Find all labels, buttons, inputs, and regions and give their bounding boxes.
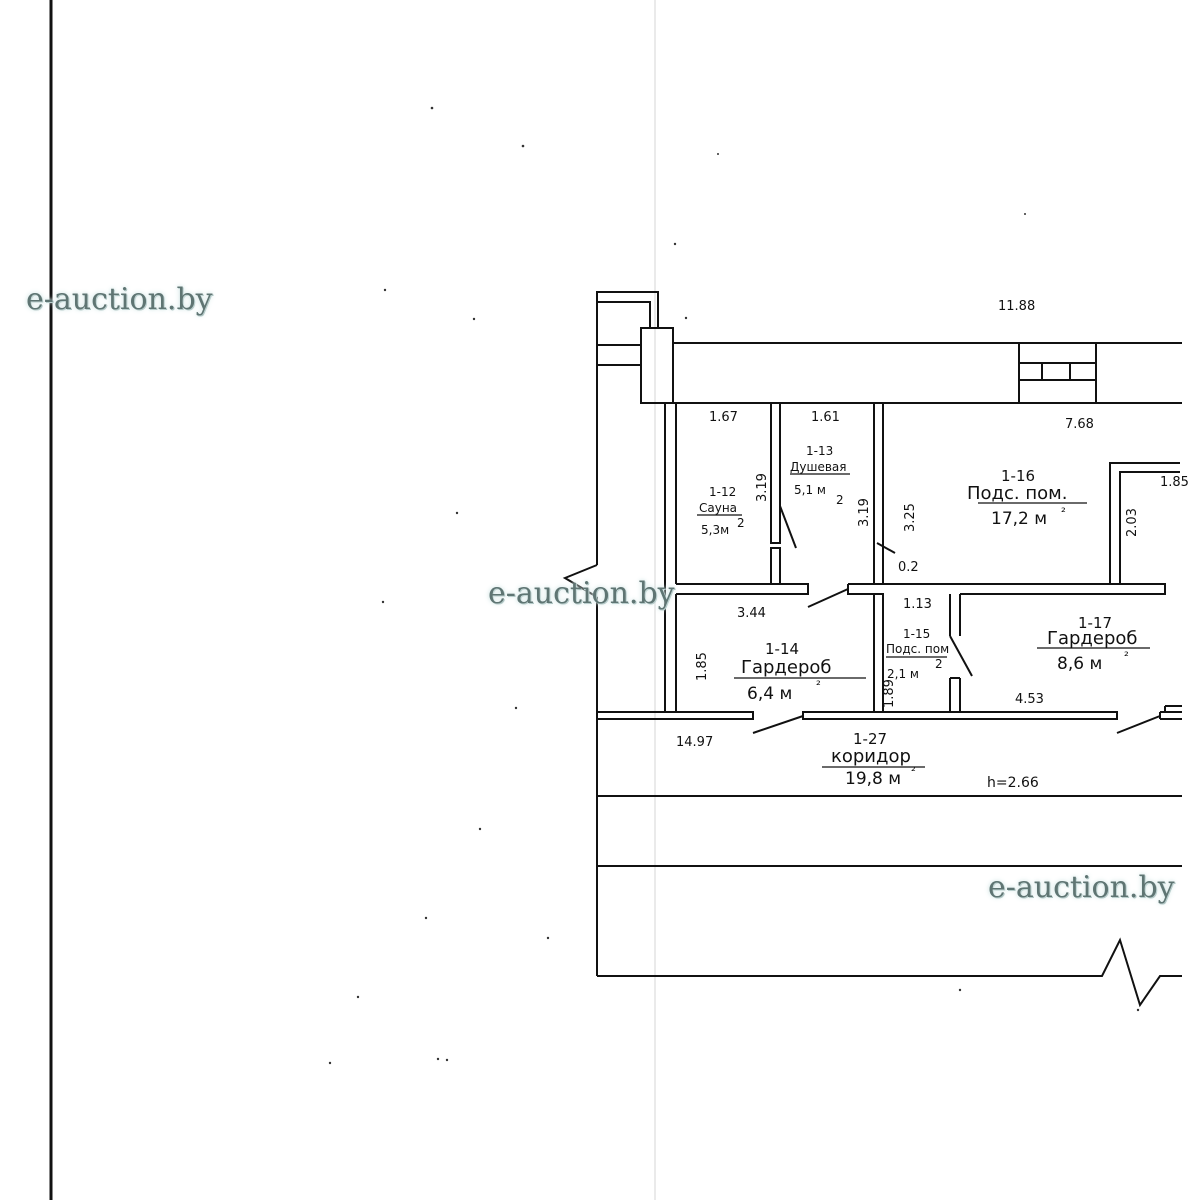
room-1-15-area-sup: 2	[935, 657, 943, 671]
dim-closet-top: 1.85	[1160, 475, 1189, 490]
dim-closet-depth: 2.03	[1125, 508, 1140, 537]
room-1-14-area-sup: ²	[816, 678, 821, 692]
room-1-13-number: 1-13	[806, 444, 833, 458]
room-1-27-number: 1-27	[853, 730, 887, 748]
dim-room-17-width: 4.53	[1015, 692, 1044, 707]
room-1-12-name: Сауна	[699, 501, 737, 515]
room-1-15-name: Подс. пом	[886, 642, 949, 656]
dim-shower-width: 1.61	[811, 410, 840, 425]
watermark-bottom-right: e-auction.by	[988, 870, 1175, 905]
room-1-16-number: 1-16	[1001, 467, 1035, 485]
room-1-17-area: 8,6 м	[1057, 654, 1102, 674]
dim-sauna-depth: 3.19	[755, 473, 770, 502]
dim-room-16-width: 7.68	[1065, 417, 1094, 432]
scan-specks	[328, 106, 1140, 1065]
room-1-15-area: 2,1 м	[887, 667, 919, 681]
room-1-14-name: Гардероб	[741, 657, 832, 678]
room-1-17-number: 1-17	[1078, 614, 1112, 632]
doors	[752, 505, 1161, 734]
dim-room-14-width: 3.44	[737, 606, 766, 621]
ceiling-height-note: h=2.66	[987, 775, 1039, 791]
room-1-17-name: Гардероб	[1047, 628, 1138, 649]
dim-room-16-depth: 3.25	[903, 503, 918, 532]
walls	[562, 291, 1182, 1008]
room-1-12-area: 5,3м	[701, 523, 729, 537]
room-1-13-area: 5,1 м	[794, 483, 826, 497]
room-labels: 1-12 Сауна 5,3м 2 1-13 Душевая 5,1 м 2 1…	[697, 444, 1150, 789]
dim-room-14-depth: 1.85	[695, 652, 710, 681]
room-1-15-number: 1-15	[903, 627, 930, 641]
room-1-12-area-sup: 2	[737, 516, 745, 530]
room-1-13-name: Душевая	[790, 460, 846, 474]
room-1-13-area-sup: 2	[836, 493, 844, 507]
room-1-27-area-sup: ²	[911, 764, 916, 778]
room-1-16-area: 17,2 м	[991, 509, 1047, 529]
room-1-27-name: коридор	[831, 746, 911, 767]
room-1-27-area: 19,8 м	[845, 769, 901, 789]
dimension-labels: 11.88 1.67 1.61 7.68 1.85 3.19 3.19 3.25…	[676, 299, 1189, 791]
dim-room-15-depth: 1.89	[882, 679, 897, 708]
dim-corridor-length: 14.97	[676, 735, 713, 750]
dim-sauna-width: 1.67	[709, 410, 738, 425]
room-1-16-area-sup: ²	[1061, 505, 1066, 519]
dim-shower-depth: 3.19	[857, 498, 872, 527]
room-1-16-name: Подс. пом.	[967, 483, 1067, 504]
watermark-left: e-auction.by	[26, 282, 213, 317]
room-1-14-area: 6,4 м	[747, 684, 792, 704]
watermark-center: e-auction.by	[488, 576, 675, 611]
dim-door-offset: 0.2	[898, 560, 919, 575]
room-1-14-number: 1-14	[765, 640, 799, 658]
room-1-12-number: 1-12	[709, 485, 736, 499]
dim-room-15-width: 1.13	[903, 597, 932, 612]
room-1-17-area-sup: ²	[1124, 649, 1129, 663]
dim-top-width: 11.88	[998, 299, 1035, 314]
